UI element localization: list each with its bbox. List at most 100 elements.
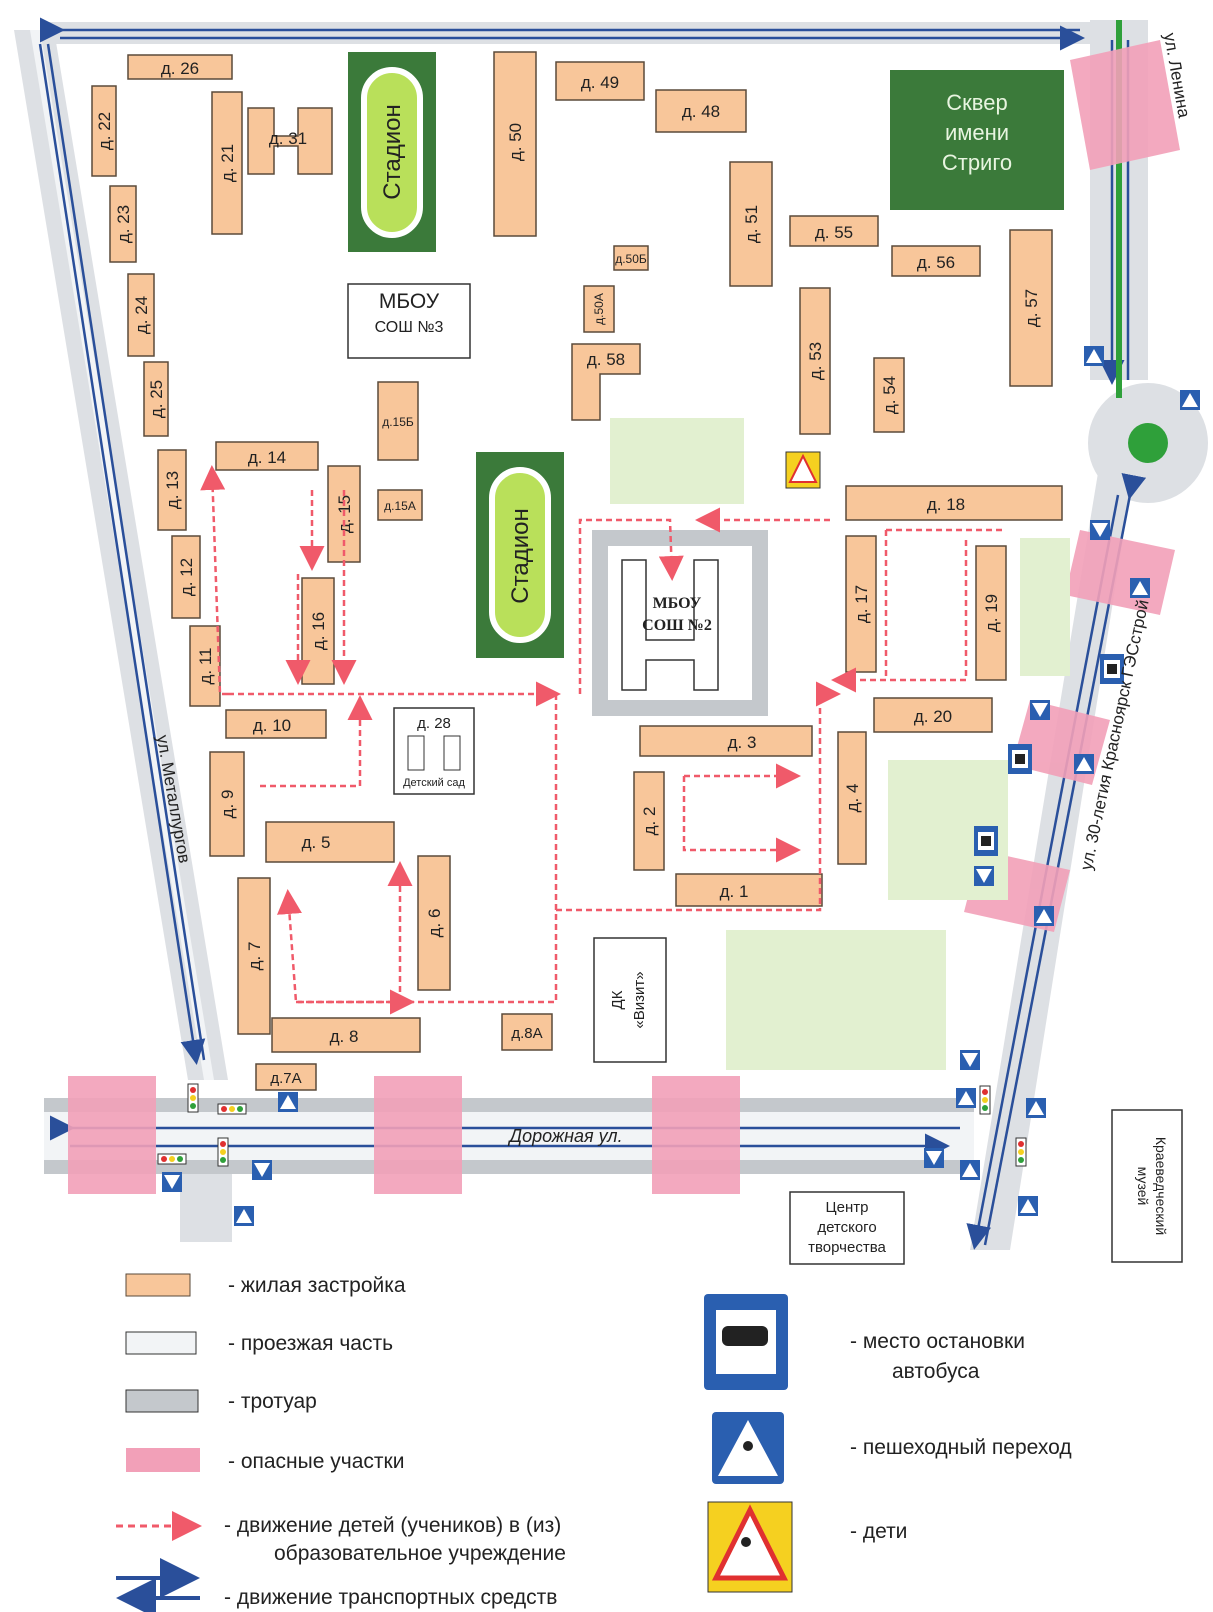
building-17: д. 17 xyxy=(845,535,877,673)
building-8: д. 8 xyxy=(271,1017,421,1053)
svg-text:д. 3: д. 3 xyxy=(728,733,757,752)
building-25: д. 25 xyxy=(143,361,169,437)
svg-text:д.7А: д.7А xyxy=(270,1070,301,1087)
building-26: д. 26 xyxy=(127,54,233,80)
legend-danger: - опасные участки xyxy=(126,1448,404,1473)
svg-text:д. 18: д. 18 xyxy=(927,495,965,514)
building-22: д. 22 xyxy=(91,85,117,177)
dk-vizit: ДК «Визит» xyxy=(593,937,667,1063)
svg-text:д. 17: д. 17 xyxy=(852,585,871,623)
building-16: д. 16 xyxy=(301,577,335,685)
building-58: д. 58 xyxy=(571,343,641,421)
svg-text:д. 8: д. 8 xyxy=(330,1027,359,1046)
svg-text:Сквер: Сквер xyxy=(946,90,1007,115)
building-50b: д.50Б xyxy=(613,245,649,271)
legend-children-route: - движение детей (учеников) в (из) образ… xyxy=(116,1511,566,1565)
building-56: д. 56 xyxy=(891,245,981,277)
svg-text:Центр: Центр xyxy=(826,1199,869,1216)
svg-text:Детский сад: Детский сад xyxy=(403,777,465,789)
legend-crossing: - пешеходный переход xyxy=(712,1412,1072,1484)
svg-text:д. 28: д. 28 xyxy=(417,715,451,732)
legend-residential: - жилая застройка xyxy=(125,1273,406,1297)
school-3: МБОУ СОШ №3 xyxy=(347,283,471,359)
stadium-middle: Стадион xyxy=(476,452,564,658)
bus-stop-icon xyxy=(1100,654,1124,684)
crossing-icon xyxy=(1034,906,1054,926)
building-7: д. 7 xyxy=(237,877,271,1035)
svg-text:- место остановки: - место остановки xyxy=(850,1330,1025,1353)
building-24: д. 24 xyxy=(127,273,155,357)
bus-stop-icon xyxy=(974,826,998,856)
svg-text:МБОУ: МБОУ xyxy=(379,290,440,313)
legend-children-sign: - дети xyxy=(707,1501,907,1593)
legend: - жилая застройка - проезжая часть - тро… xyxy=(116,1273,1072,1612)
svg-text:д.15Б: д.15Б xyxy=(382,415,414,429)
svg-text:МБОУ: МБОУ xyxy=(653,595,702,612)
svg-text:д. 23: д. 23 xyxy=(114,205,133,243)
svg-text:- жилая застройка: - жилая застройка xyxy=(228,1274,406,1297)
building-12: д. 12 xyxy=(171,535,201,619)
legend-sidewalk: - тротуар xyxy=(125,1389,317,1413)
crossing-icon xyxy=(278,1092,298,1112)
svg-text:д.50Б: д.50Б xyxy=(615,252,647,266)
green-areas xyxy=(610,418,1070,1070)
crossing-icon xyxy=(960,1050,980,1070)
svg-text:д. 22: д. 22 xyxy=(95,112,114,150)
crossing-icon xyxy=(974,866,994,886)
traffic-light-icon xyxy=(979,1085,991,1115)
svg-text:д. 4: д. 4 xyxy=(843,784,862,813)
building-14: д. 14 xyxy=(215,441,319,471)
crossing-icon xyxy=(1090,520,1110,540)
building-21: д. 21 xyxy=(211,91,243,235)
green-strip xyxy=(1116,20,1168,463)
children-sign xyxy=(785,451,821,489)
traffic-light-icon xyxy=(217,1103,247,1115)
svg-text:д. 57: д. 57 xyxy=(1022,289,1041,327)
building-1: д. 1 xyxy=(675,873,823,907)
svg-text:д. 1: д. 1 xyxy=(720,882,749,901)
building-15: д. 15 xyxy=(327,465,361,563)
building-8a: д.8А xyxy=(501,1013,553,1051)
svg-text:д. 7: д. 7 xyxy=(245,942,264,971)
svg-text:д. 6: д. 6 xyxy=(425,909,444,938)
legend-vehicles: - движение транспортных средств xyxy=(116,1558,557,1612)
crossing-icon xyxy=(1180,390,1200,410)
building-15a: д.15А xyxy=(377,489,423,521)
building-6: д. 6 xyxy=(417,855,451,991)
building-19: д. 19 xyxy=(975,545,1007,681)
svg-text:д. 54: д. 54 xyxy=(880,376,899,414)
traffic-lights xyxy=(157,1083,1027,1167)
svg-text:«Визит»: «Визит» xyxy=(631,971,648,1028)
svg-text:д. 21: д. 21 xyxy=(218,144,237,182)
svg-text:д. 13: д. 13 xyxy=(163,471,182,509)
crossing-icon xyxy=(1026,1098,1046,1118)
svg-text:д. 5: д. 5 xyxy=(302,833,331,852)
building-10: д. 10 xyxy=(225,709,327,739)
crossing-icon xyxy=(1130,578,1150,598)
svg-text:д. 19: д. 19 xyxy=(982,594,1001,632)
svg-text:- тротуар: - тротуар xyxy=(228,1390,317,1413)
svg-text:Стадион: Стадион xyxy=(379,104,406,199)
svg-text:д. 58: д. 58 xyxy=(587,350,625,369)
traffic-light-icon xyxy=(217,1137,229,1167)
svg-text:д. 31: д. 31 xyxy=(269,129,307,148)
svg-text:д. 56: д. 56 xyxy=(917,253,955,272)
traffic-light-icon xyxy=(187,1083,199,1113)
building-18: д. 18 xyxy=(845,485,1063,521)
svg-text:д.8А: д.8А xyxy=(511,1025,542,1042)
building-15b: д.15Б xyxy=(377,381,419,461)
svg-text:автобуса: автобуса xyxy=(892,1360,980,1383)
building-50: д. 50 xyxy=(493,51,537,237)
danger-zones xyxy=(68,40,1180,1194)
bus-stop-icon xyxy=(1008,744,1032,774)
traffic-light-icon xyxy=(1015,1137,1027,1167)
svg-text:- опасные участки: - опасные участки xyxy=(228,1450,404,1473)
kindergarten: д. 28 Детский сад xyxy=(393,707,475,795)
building-54: д. 54 xyxy=(873,357,905,433)
legend-roadway: - проезжая часть xyxy=(125,1331,393,1355)
roads xyxy=(14,20,1208,1250)
svg-text:д. 50: д. 50 xyxy=(506,123,525,161)
svg-text:д. 14: д. 14 xyxy=(248,448,286,467)
svg-text:д. 25: д. 25 xyxy=(147,380,166,418)
